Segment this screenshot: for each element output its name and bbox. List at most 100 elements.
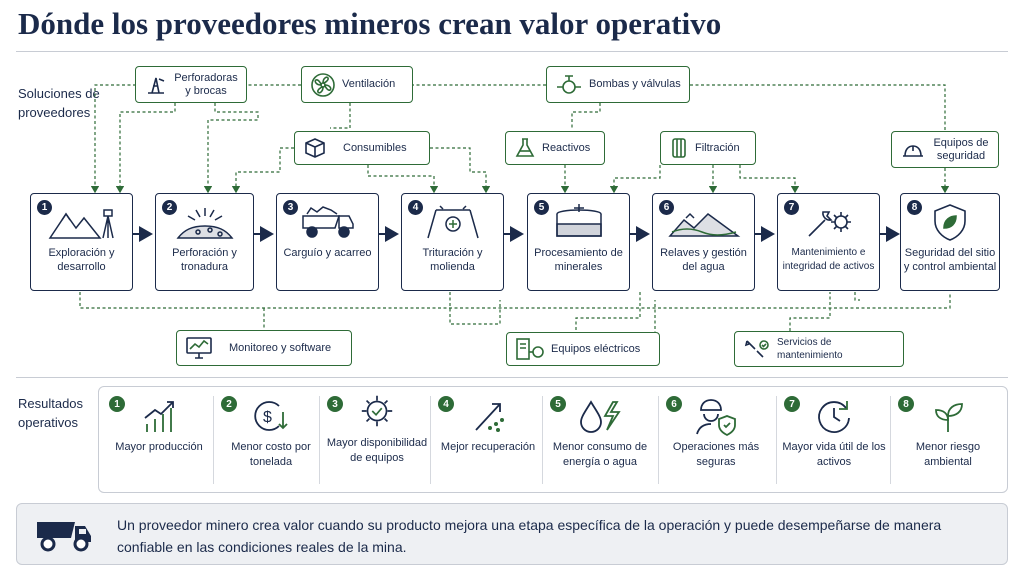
stage-label: Relaves y gestión del agua: [660, 247, 747, 273]
supplier-label: Perforadoras y brocas: [174, 71, 238, 97]
stage-number: 2: [162, 200, 177, 215]
supplier-label: Equipos eléctricos: [551, 342, 641, 355]
filter-icon: [672, 138, 686, 158]
result-vida-util: 7 Mayor vida útil de los activos: [778, 392, 890, 488]
supplier-connectors: [79, 84, 951, 336]
supplier-filtracion: Filtración: [660, 131, 756, 165]
supplier-monitoreo: Monitoreo y software: [176, 330, 352, 366]
supplier-label: Equipos de seguridad: [933, 136, 989, 162]
mountains-survey-icon: [48, 209, 114, 239]
result-number: 4: [438, 396, 454, 412]
result-number: 6: [666, 396, 682, 412]
stage-label: Carguío y acarreo: [283, 247, 372, 259]
supplier-equipos-seguridad: Equipos de seguridad: [891, 131, 999, 168]
stage-label: Seguridad del sitio y control ambiental: [903, 247, 997, 273]
result-label: Menor costo por tonelada: [231, 441, 311, 468]
footer-callout: Un proveedor minero crea valor cuando su…: [16, 503, 1008, 565]
stage-mantenimiento: 7 Mantenimiento e integridad de activos: [777, 193, 880, 291]
shield-leaf-icon: [934, 204, 966, 241]
gear-check-icon: [361, 395, 393, 427]
supplier-bombas: Bombas y válvulas: [546, 66, 690, 103]
drill-rig-icon: [148, 77, 165, 94]
haul-truck-icon: [37, 522, 91, 552]
wrench-gear-icon: [807, 211, 851, 237]
result-recuperacion: 4 Mejor recuperación: [432, 392, 544, 488]
hardhat-icon: [903, 144, 923, 157]
result-number: 1: [109, 396, 125, 412]
stage-label: Perforación y tronadura: [172, 247, 237, 273]
result-label: Menor consumo de energía o agua: [552, 441, 648, 468]
stage-perforacion: 2 Perforación y tronadura: [155, 193, 254, 291]
stage-relaves: 6 Relaves y gestión del agua: [652, 193, 755, 291]
result-costo: 2 $ Menor costo por tonelada: [215, 392, 327, 488]
supplier-electricos: Equipos eléctricos: [506, 332, 660, 366]
stage-trituracion: 4 Trituración y molienda: [401, 193, 504, 291]
worker-shield-icon: [696, 399, 736, 436]
supplier-label: Filtración: [695, 141, 740, 154]
supplier-label: Bombas y válvulas: [589, 78, 681, 90]
stage-label: Procesamiento de minerales: [534, 247, 623, 273]
result-number: 7: [784, 396, 800, 412]
bar-growth-icon: [144, 401, 174, 432]
lifecycle-clock-icon: [818, 401, 850, 433]
stage-number: 5: [534, 200, 549, 215]
result-number: 5: [550, 396, 566, 412]
supplier-ventilacion: Ventilación: [301, 66, 413, 103]
cost-down-icon: $: [254, 401, 288, 431]
stage-label: Trituración y molienda: [422, 247, 483, 273]
supplier-reactivos: Reactivos: [505, 131, 605, 165]
result-number: 3: [327, 396, 343, 412]
result-number: 8: [898, 396, 914, 412]
result-disponibilidad: 3 Mayor disponibilidad de equipos: [321, 392, 433, 488]
result-label: Operaciones más seguras: [672, 441, 760, 468]
result-label: Mayor disponibilidad de equipos: [326, 437, 428, 464]
blast-icon: [175, 208, 234, 239]
stage-number: 4: [408, 200, 423, 215]
haul-truck-icon: [301, 206, 354, 238]
stage-number: 3: [283, 200, 298, 215]
stage-number: 8: [907, 200, 922, 215]
supplier-servicios: Servicios de mantenimiento: [734, 331, 904, 367]
suppliers-section-label: Soluciones de proveedores: [18, 86, 100, 120]
supplier-label: Servicios de mantenimiento: [777, 337, 843, 361]
electrical-cabinet-icon: [516, 338, 544, 360]
tailings-icon: [667, 212, 740, 237]
results-section-label: Resultados operativos: [18, 396, 84, 430]
stage-procesamiento: 5 Procesamiento de minerales: [527, 193, 630, 291]
stage-label: Mantenimiento e integridad de activos: [782, 247, 875, 272]
tank-icon: [555, 204, 602, 237]
supplier-label: Monitoreo y software: [229, 341, 332, 354]
recovery-arrow-icon: [475, 403, 504, 432]
stage-carguio: 3 Carguío y acarreo: [276, 193, 379, 291]
service-tools-icon: [744, 340, 769, 358]
supplier-perforadoras: Perforadoras y brocas: [135, 66, 247, 103]
stage-seguridad: 8 Seguridad del sitio y control ambienta…: [900, 193, 1000, 291]
result-number: 2: [221, 396, 237, 412]
svg-text:$: $: [263, 409, 272, 426]
stage-number: 7: [784, 200, 799, 215]
stage-number: 1: [37, 200, 52, 215]
stage-exploracion: 1 Exploración y desarrollo: [30, 193, 133, 291]
footer-text: Un proveedor minero crea valor cuando su…: [117, 517, 942, 555]
stage-label: Exploración y desarrollo: [48, 247, 115, 273]
supplier-label: Reactivos: [542, 141, 591, 154]
section-divider: [16, 377, 1008, 378]
supplier-label: Ventilación: [342, 78, 396, 90]
result-label: Mayor producción: [115, 441, 203, 453]
result-seguras: 6 Operaciones más seguras: [660, 392, 772, 488]
supplier-label: Consumibles: [343, 141, 407, 154]
supplier-consumibles: Consumibles: [294, 131, 430, 165]
result-label: Mayor vida útil de los activos: [782, 441, 886, 468]
monitor-icon: [186, 337, 212, 359]
flask-icon: [515, 138, 535, 157]
box-icon: [305, 138, 325, 158]
result-label: Mejor recuperación: [440, 441, 536, 453]
drop-bolt-icon: [580, 400, 621, 433]
result-consumo: 5 Menor consumo de energía o agua: [544, 392, 656, 488]
result-label: Menor riesgo ambiental: [915, 441, 981, 468]
crusher-icon: [426, 205, 479, 239]
result-riesgo-ambiental: 8 Menor riesgo ambiental: [892, 392, 1004, 488]
title-divider: [16, 51, 1008, 52]
valve-icon: [557, 74, 581, 94]
